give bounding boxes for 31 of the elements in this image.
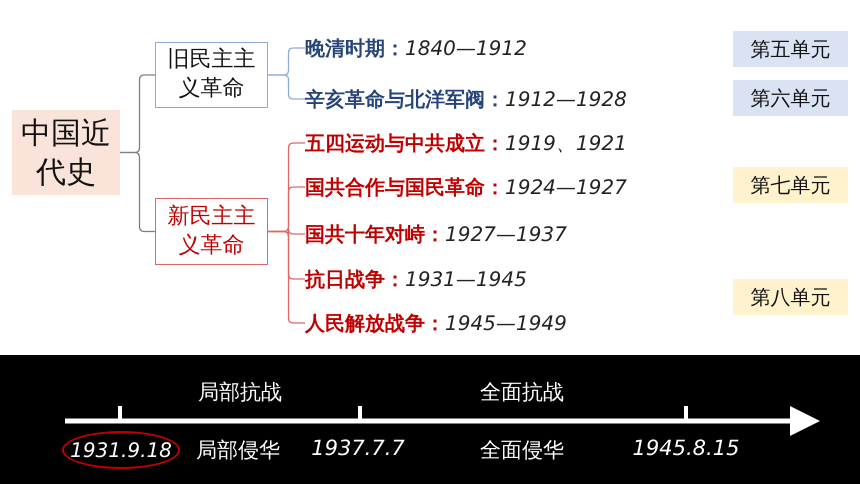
period-name: 国共合作与国民革命： [305, 175, 505, 199]
period-name: 晚清时期： [305, 36, 405, 60]
date-range: 1931—1945 [405, 267, 527, 291]
unit-tag: 第七单元 [733, 167, 848, 203]
unit-tag: 第五单元 [733, 31, 848, 67]
category-box: 新民主主义革命 [155, 198, 268, 265]
period-name: 抗日战争： [305, 267, 405, 291]
date-range: 1927—1937 [445, 222, 567, 246]
phase-label: 全面侵华 [480, 437, 564, 464]
period-name: 人民解放战争： [305, 311, 445, 335]
bracket-line [268, 74, 305, 100]
period-label: 局部抗战 [198, 379, 282, 406]
date-range: 1924—1927 [505, 175, 627, 199]
period-name: 国共十年对峙： [305, 222, 445, 246]
date-label: 1937.7.7 [311, 436, 405, 460]
bracket-line [120, 152, 155, 232]
topic-box: 中国近代史 [12, 110, 120, 195]
period-label: 全面抗战 [480, 379, 564, 406]
period-name: 五四运动与中共成立： [305, 131, 505, 155]
unit-tag: 第八单元 [733, 279, 848, 315]
unit-tag: 第六单元 [733, 80, 848, 116]
circled-date: 1931.9.18 [62, 431, 180, 469]
date-range: 1945—1949 [445, 311, 567, 335]
date-range: 1840—1912 [405, 36, 527, 60]
period-name: 辛亥革命与北洋军阀： [305, 87, 505, 111]
date-label: 1945.8.15 [632, 436, 740, 460]
date-range: 1912—1928 [505, 87, 627, 111]
date-range: 1919、1921 [505, 131, 627, 155]
phase-label: 局部侵华 [196, 437, 280, 464]
bracket-line [268, 230, 305, 324]
category-box: 旧民主主义革命 [155, 42, 268, 108]
